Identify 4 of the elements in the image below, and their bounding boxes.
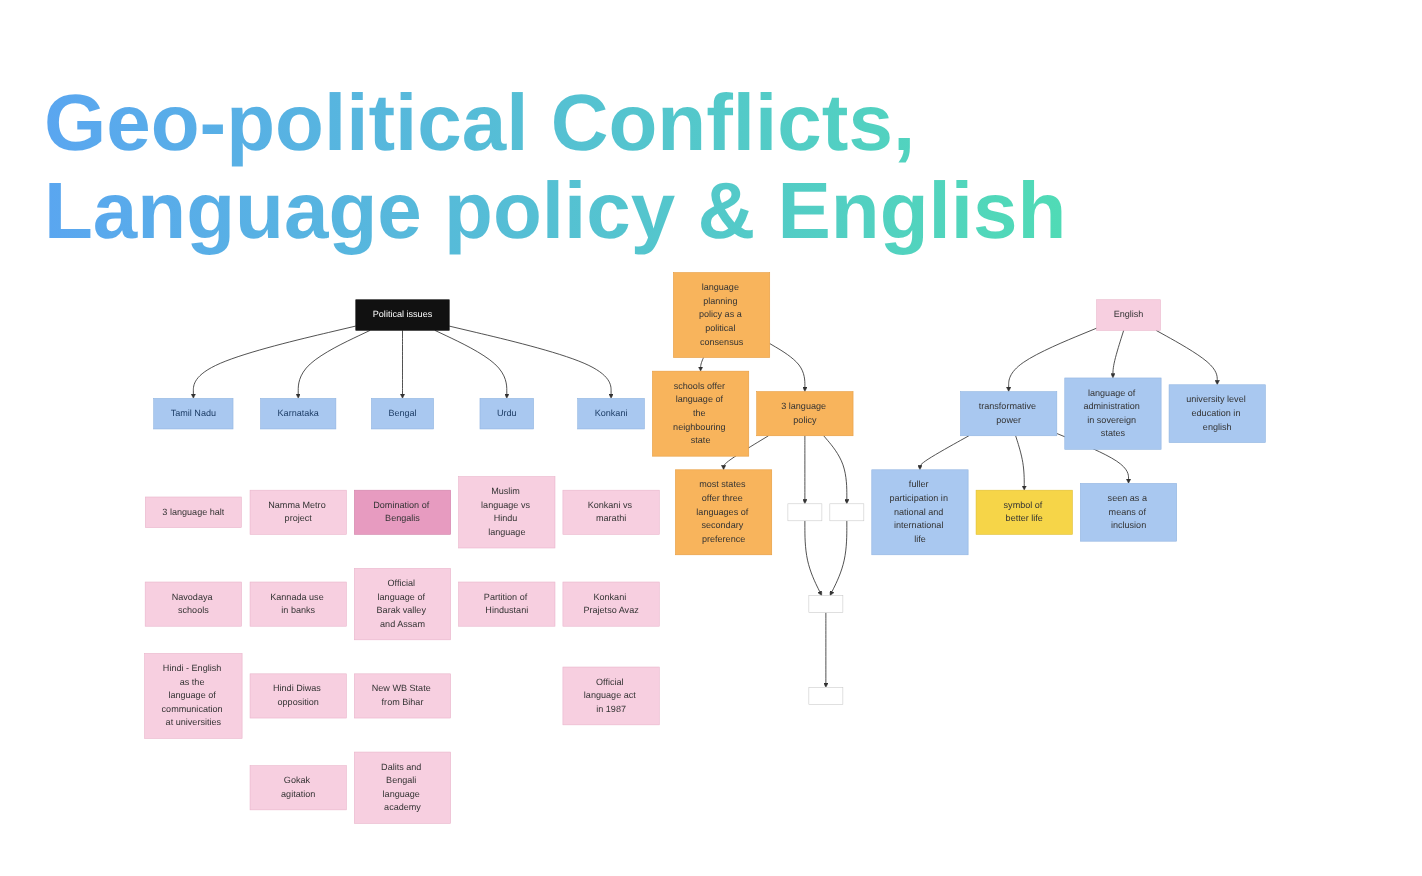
node-box — [829, 503, 865, 522]
node-box — [808, 687, 844, 705]
node-box — [808, 595, 844, 613]
node-box — [787, 503, 823, 522]
